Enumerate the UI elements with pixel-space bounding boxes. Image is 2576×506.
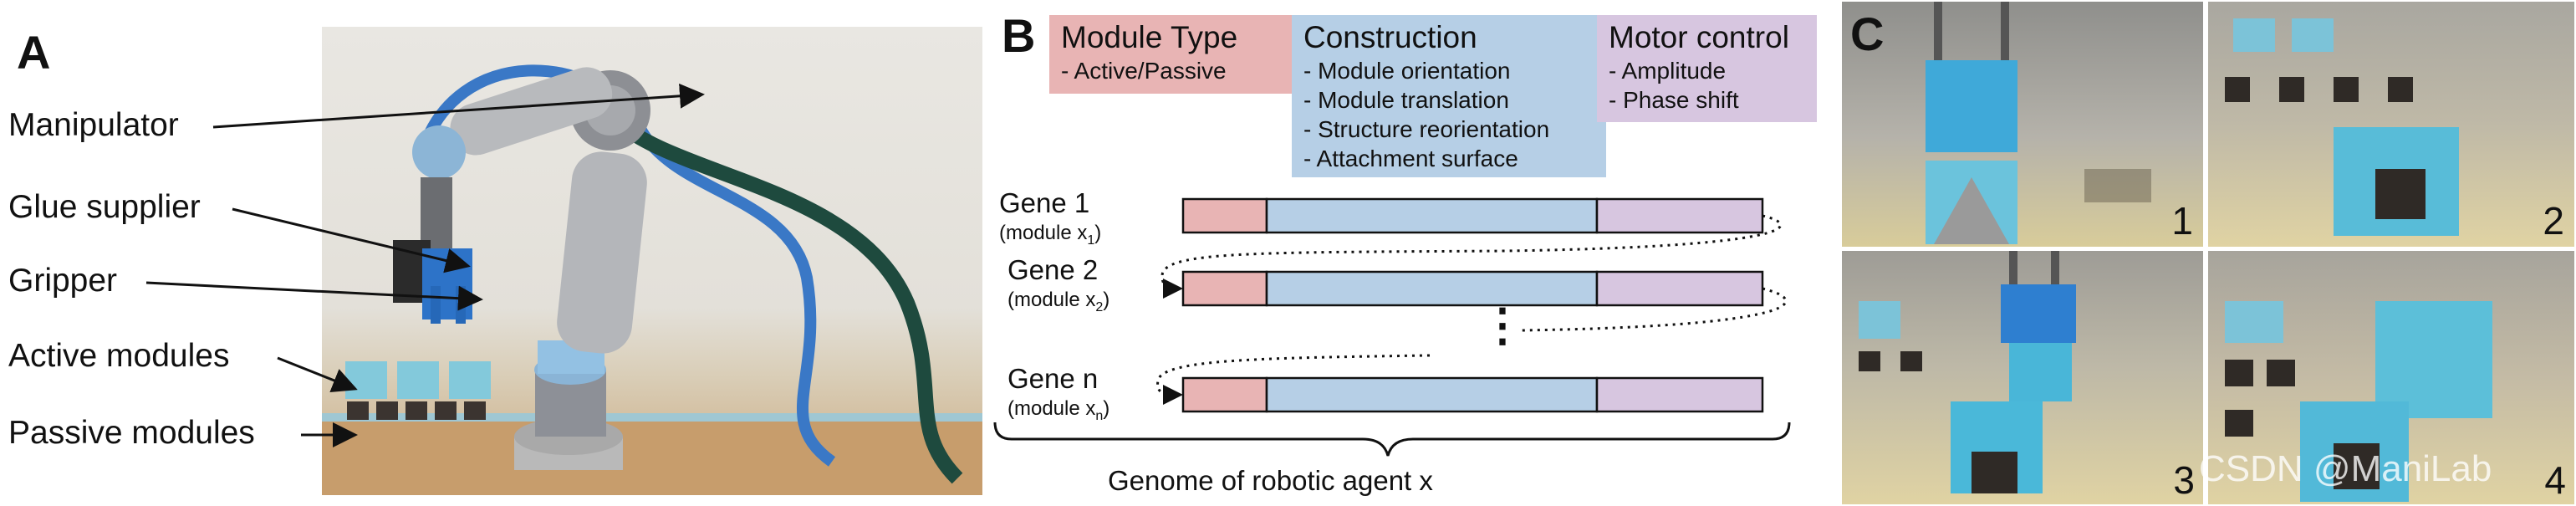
- step-number: 3: [2173, 458, 2195, 502]
- label-active-modules: Active modules: [8, 338, 230, 374]
- step-3-illustration: [1859, 251, 2076, 493]
- panel-b-letter: B: [1002, 9, 1036, 62]
- motor-control-item: - Amplitude: [1609, 58, 1727, 84]
- gene-module: (module x: [999, 222, 1088, 244]
- step-1-illustration: [1926, 2, 2151, 244]
- label-passive-modules: Passive modules: [8, 415, 255, 451]
- gene-name: Gene 1: [999, 187, 1090, 218]
- step-4-illustration: [2225, 301, 2492, 502]
- photo-step-3: 3: [1842, 251, 2203, 504]
- construction-title: Construction: [1303, 20, 1477, 54]
- motor-control-title: Motor control: [1609, 20, 1789, 54]
- gene-2-label: Gene 2 (module x2): [1007, 255, 1109, 323]
- module-type-item: - Active/Passive: [1061, 58, 1227, 84]
- gene-2-bar: [1181, 270, 1764, 307]
- gene-module-sub: n: [1095, 408, 1104, 423]
- label-manipulator: Manipulator: [8, 107, 179, 143]
- label-glue-supplier: Glue supplier: [8, 189, 201, 225]
- step-2-illustration: [2225, 18, 2459, 236]
- gene-name: Gene 2: [1007, 254, 1099, 285]
- watermark: CSDN @ManiLab: [2199, 448, 2492, 489]
- module-type-box: Module Type - Active/Passive: [1049, 15, 1297, 94]
- gene-module-sub: 2: [1095, 299, 1104, 314]
- panel-a-arrows: [145, 83, 705, 447]
- gene-bars: [993, 197, 1791, 457]
- gene-ellipsis: ⋮: [1480, 300, 1525, 350]
- photo-step-2: 2: [2208, 2, 2574, 247]
- robot-photo: [322, 27, 982, 495]
- gene-module: (module x: [1007, 289, 1096, 311]
- construction-item: - Structure reorientation: [1303, 116, 1550, 142]
- construction-item: - Module translation: [1303, 87, 1509, 113]
- gene-module-close: ): [1094, 222, 1102, 244]
- panel-c-letter: C: [1850, 8, 1885, 60]
- step-number: 1: [2171, 199, 2193, 243]
- gene-1-bar: [1181, 197, 1764, 234]
- motor-control-item: - Phase shift: [1609, 87, 1739, 113]
- module-type-title: Module Type: [1061, 20, 1238, 54]
- step-number: 4: [2544, 458, 2566, 502]
- genome-label: Genome of robotic agent x: [1108, 465, 1433, 496]
- gene-n-bar: [1181, 376, 1764, 413]
- gene-module: (module x: [1007, 397, 1096, 420]
- step-number: 2: [2543, 199, 2564, 243]
- gene-n-label: Gene n (module xn): [1007, 364, 1109, 432]
- gene-module-close: ): [1103, 397, 1110, 420]
- panel-a-letter: A: [17, 26, 51, 79]
- construction-item: - Module orientation: [1303, 58, 1511, 84]
- label-gripper: Gripper: [8, 263, 118, 299]
- construction-box: Construction - Module orientation - Modu…: [1292, 15, 1606, 177]
- robot-illustration: [322, 64, 982, 495]
- gene-name: Gene n: [1007, 363, 1099, 394]
- gene-1-label: Gene 1 (module x1): [999, 188, 1101, 256]
- construction-item: - Attachment surface: [1303, 146, 1518, 171]
- gene-module-close: ): [1103, 289, 1110, 311]
- motor-control-box: Motor control - Amplitude - Phase shift: [1597, 15, 1817, 122]
- photo-step-4: 4: [2208, 251, 2574, 504]
- gene-module-sub: 1: [1087, 233, 1095, 248]
- photo-step-1: 1: [1842, 2, 2203, 247]
